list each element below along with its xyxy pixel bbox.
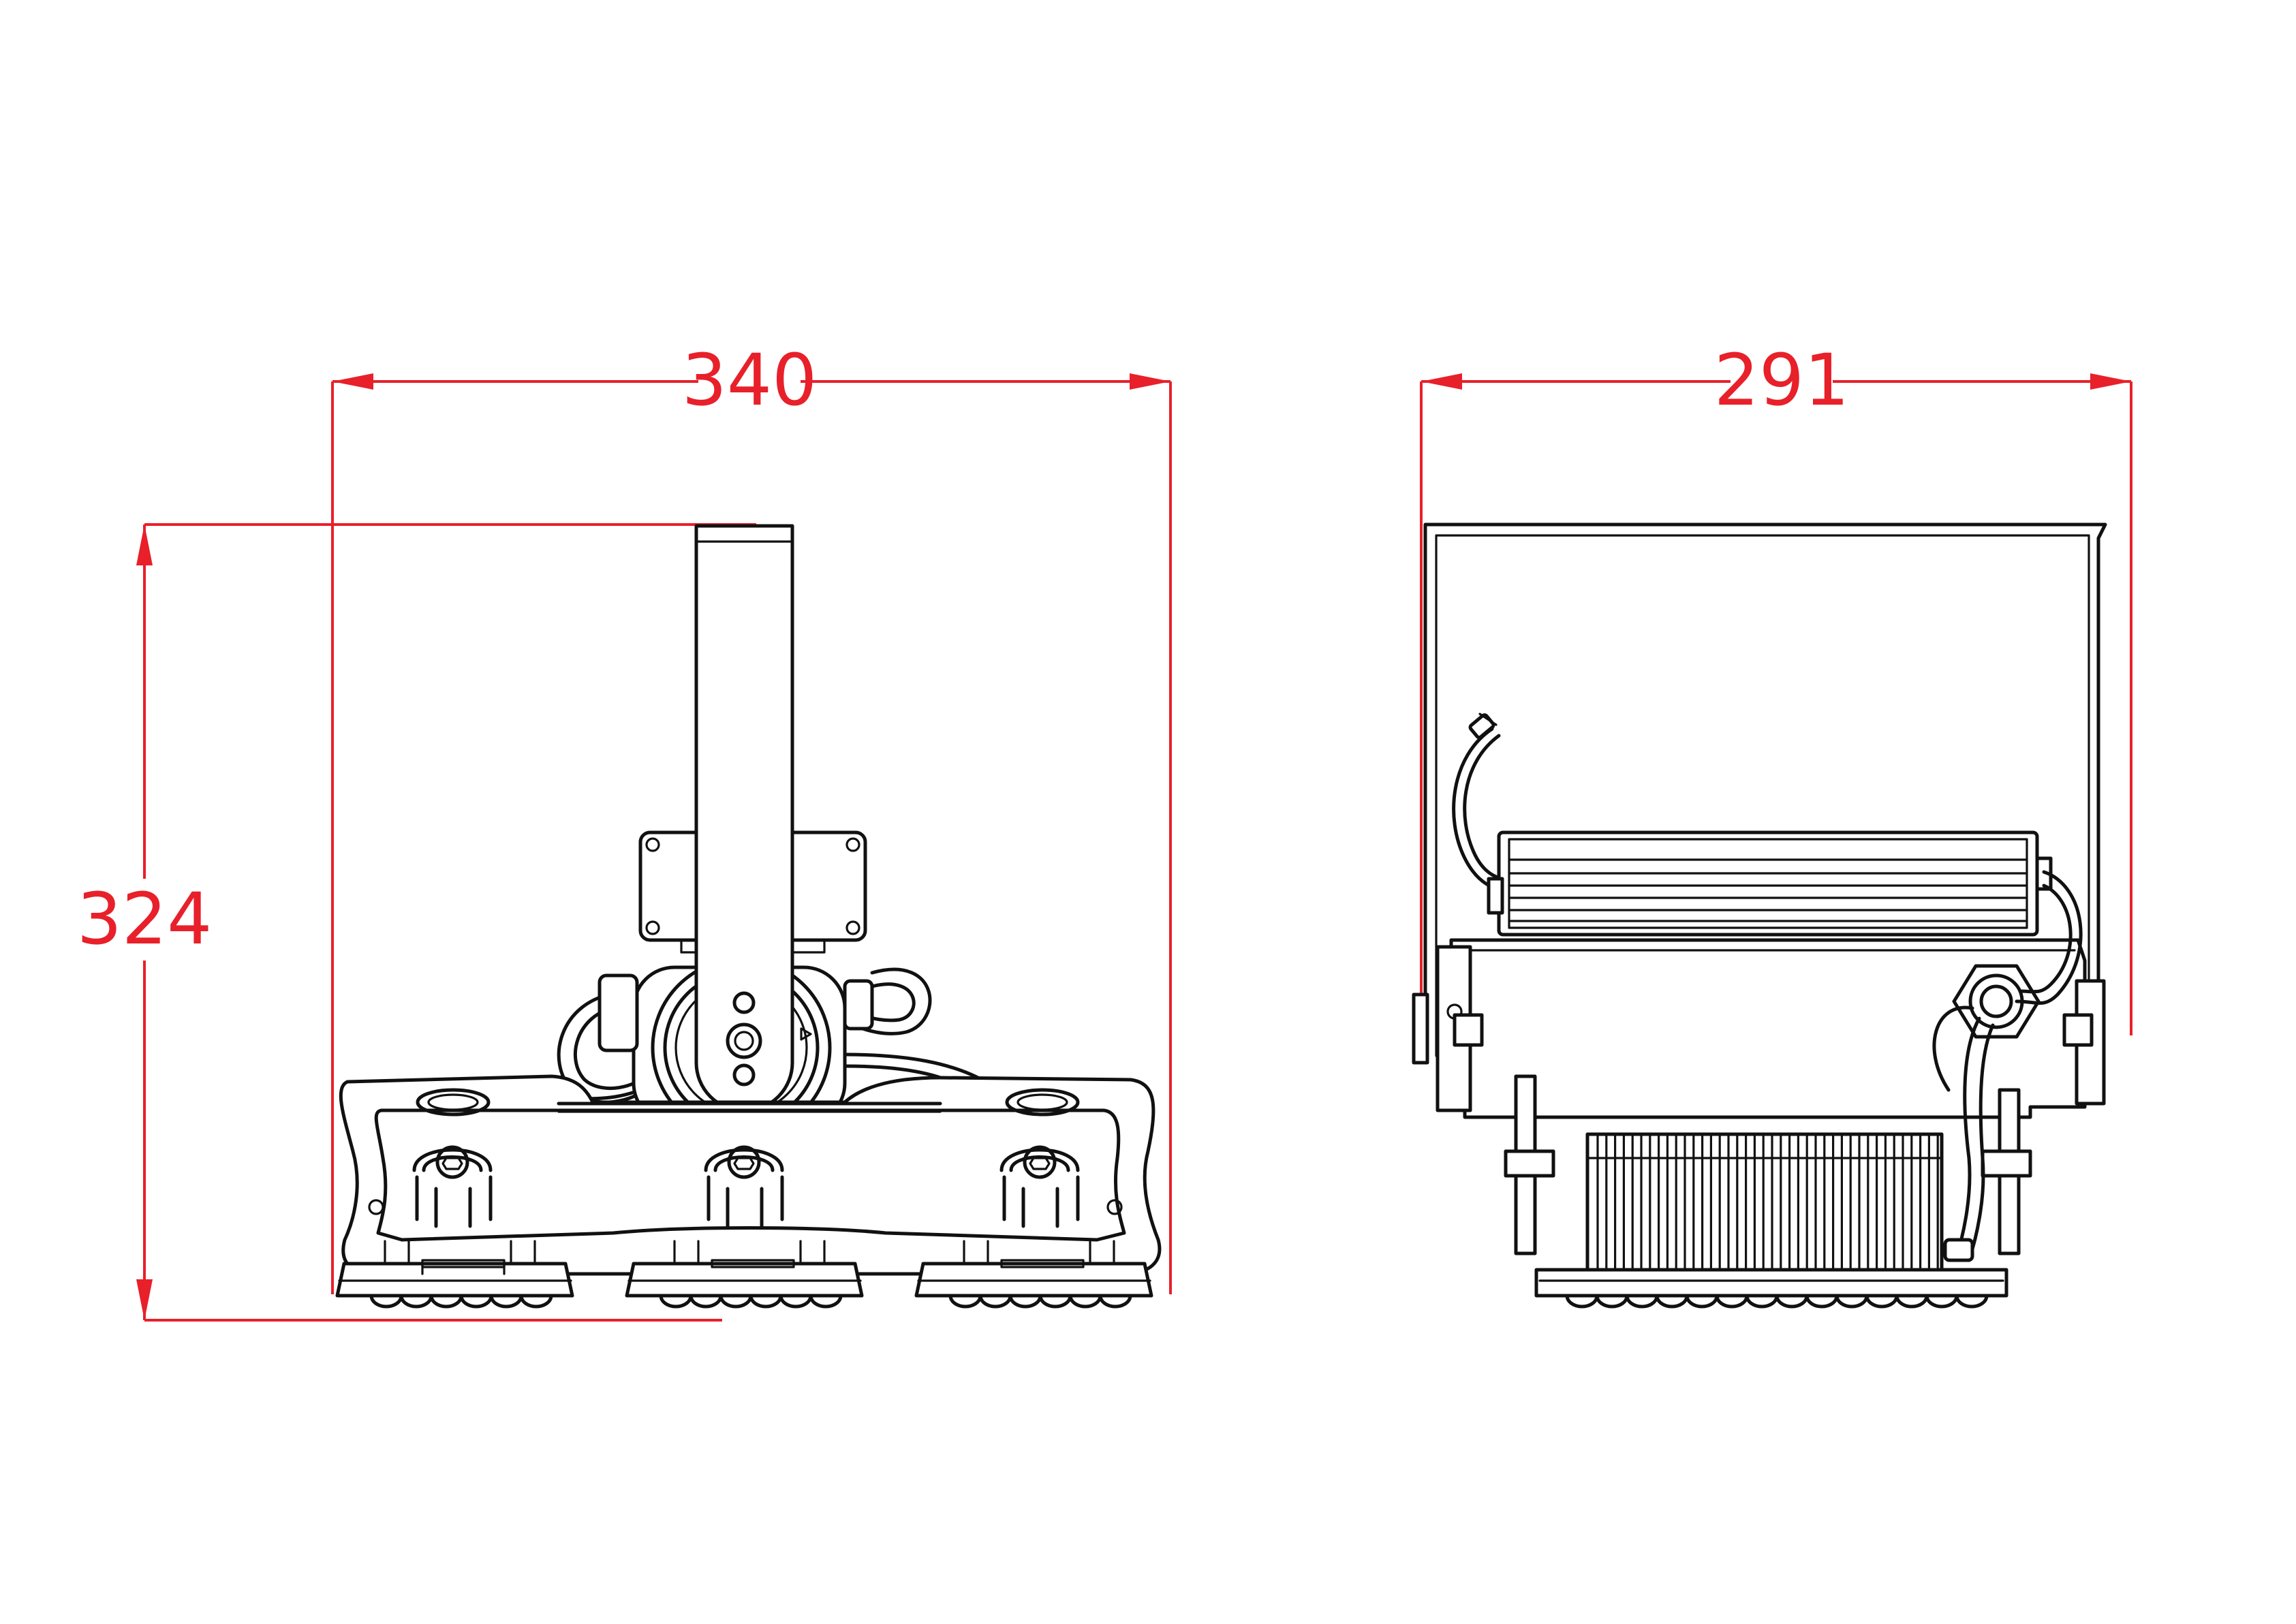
side-lower-bracket — [1504, 1074, 2032, 1255]
side-housing — [1412, 938, 2106, 1119]
power-supply — [1487, 830, 2053, 937]
adjuster-left — [412, 1145, 493, 1228]
upper-ovals — [416, 1088, 1080, 1116]
front-width-label: 340 — [682, 339, 818, 422]
cable-gland — [1932, 870, 2083, 1262]
led-module-right — [914, 1259, 1153, 1309]
module-fins — [384, 1240, 1115, 1263]
led-module-center — [625, 1259, 864, 1309]
dimension-front-width: 340 — [331, 339, 1172, 1294]
dimension-side-width: 291 — [1420, 339, 2132, 1035]
u-bracket — [1423, 522, 2107, 1065]
front-height-label: 324 — [77, 877, 213, 961]
front-view — [335, 524, 1162, 1309]
led-module-left — [335, 1259, 574, 1309]
side-view — [1412, 522, 2107, 1309]
mounting-pole — [694, 524, 794, 1112]
dimension-front-height: 324 — [77, 523, 756, 1322]
adjuster-right — [999, 1145, 1080, 1228]
heat-sink — [1585, 1132, 1944, 1272]
adjuster-center — [704, 1145, 784, 1228]
side-lens-bumps — [1565, 1294, 1989, 1309]
side-width-label: 291 — [1714, 339, 1850, 422]
side-led-lens — [1534, 1268, 2008, 1309]
